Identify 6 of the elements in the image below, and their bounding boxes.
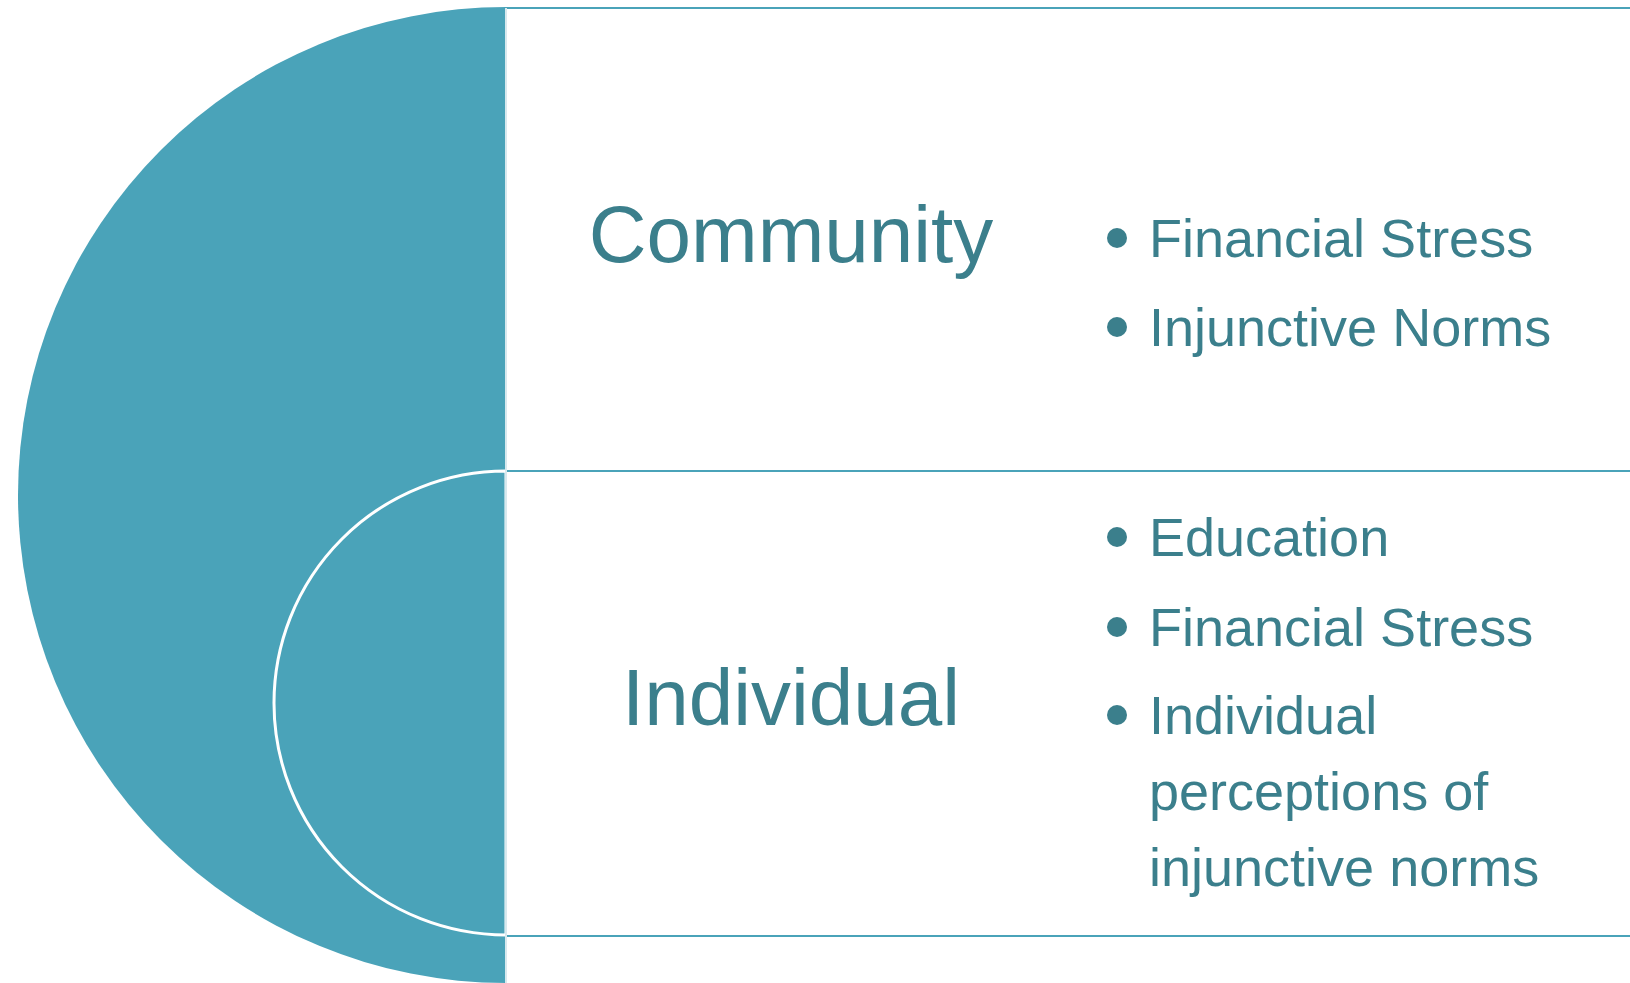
bullet-text: Individual perceptions of injunctive norms [1149, 684, 1541, 899]
level-heading: Individual [621, 658, 961, 738]
bullet-text: Injunctive Norms [1149, 296, 1553, 359]
bullet-text: Financial Stress [1149, 207, 1535, 270]
bullet-text: Education [1149, 506, 1391, 569]
bullet-text: Financial Stress [1149, 596, 1535, 659]
